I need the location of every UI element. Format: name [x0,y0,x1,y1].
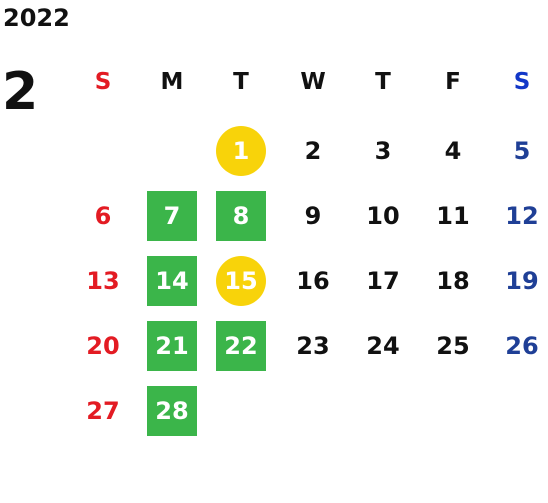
calendar-day-2[interactable]: 2 [304,137,322,165]
weekday-header-monday: M [160,68,184,95]
calendar-day-14[interactable]: 14 [147,256,197,306]
calendar-day-18[interactable]: 18 [436,267,470,295]
weekday-header-tuesday: T [233,68,249,95]
year-label: 2022 [3,4,70,32]
calendar-day-19[interactable]: 19 [505,267,539,295]
calendar-day-15[interactable]: 15 [216,256,266,306]
calendar-day-1[interactable]: 1 [216,126,266,176]
weekday-header-friday: F [445,68,461,95]
calendar-day-9[interactable]: 9 [304,202,322,230]
calendar-day-12[interactable]: 12 [505,202,539,230]
calendar-day-28[interactable]: 28 [147,386,197,436]
calendar-day-3[interactable]: 3 [374,137,392,165]
calendar-day-17[interactable]: 17 [366,267,400,295]
calendar-day-11[interactable]: 11 [436,202,470,230]
weekday-header-saturday: S [513,68,531,95]
calendar-day-13[interactable]: 13 [86,267,120,295]
calendar-day-20[interactable]: 20 [86,332,120,360]
weekday-header-sunday: S [94,68,112,95]
calendar-day-8[interactable]: 8 [216,191,266,241]
calendar-day-10[interactable]: 10 [366,202,400,230]
calendar-day-27[interactable]: 27 [86,397,120,425]
month-number: 2 [2,62,39,122]
calendar-day-21[interactable]: 21 [147,321,197,371]
calendar-day-4[interactable]: 4 [444,137,462,165]
weekday-header-wednesday: W [300,68,326,95]
calendar-day-5[interactable]: 5 [513,137,531,165]
calendar-day-24[interactable]: 24 [366,332,400,360]
calendar-day-23[interactable]: 23 [296,332,330,360]
calendar-day-16[interactable]: 16 [296,267,330,295]
calendar-day-7[interactable]: 7 [147,191,197,241]
calendar-day-22[interactable]: 22 [216,321,266,371]
calendar-day-25[interactable]: 25 [436,332,470,360]
calendar-day-26[interactable]: 26 [505,332,539,360]
weekday-header-thursday: T [375,68,391,95]
calendar-day-6[interactable]: 6 [94,202,112,230]
